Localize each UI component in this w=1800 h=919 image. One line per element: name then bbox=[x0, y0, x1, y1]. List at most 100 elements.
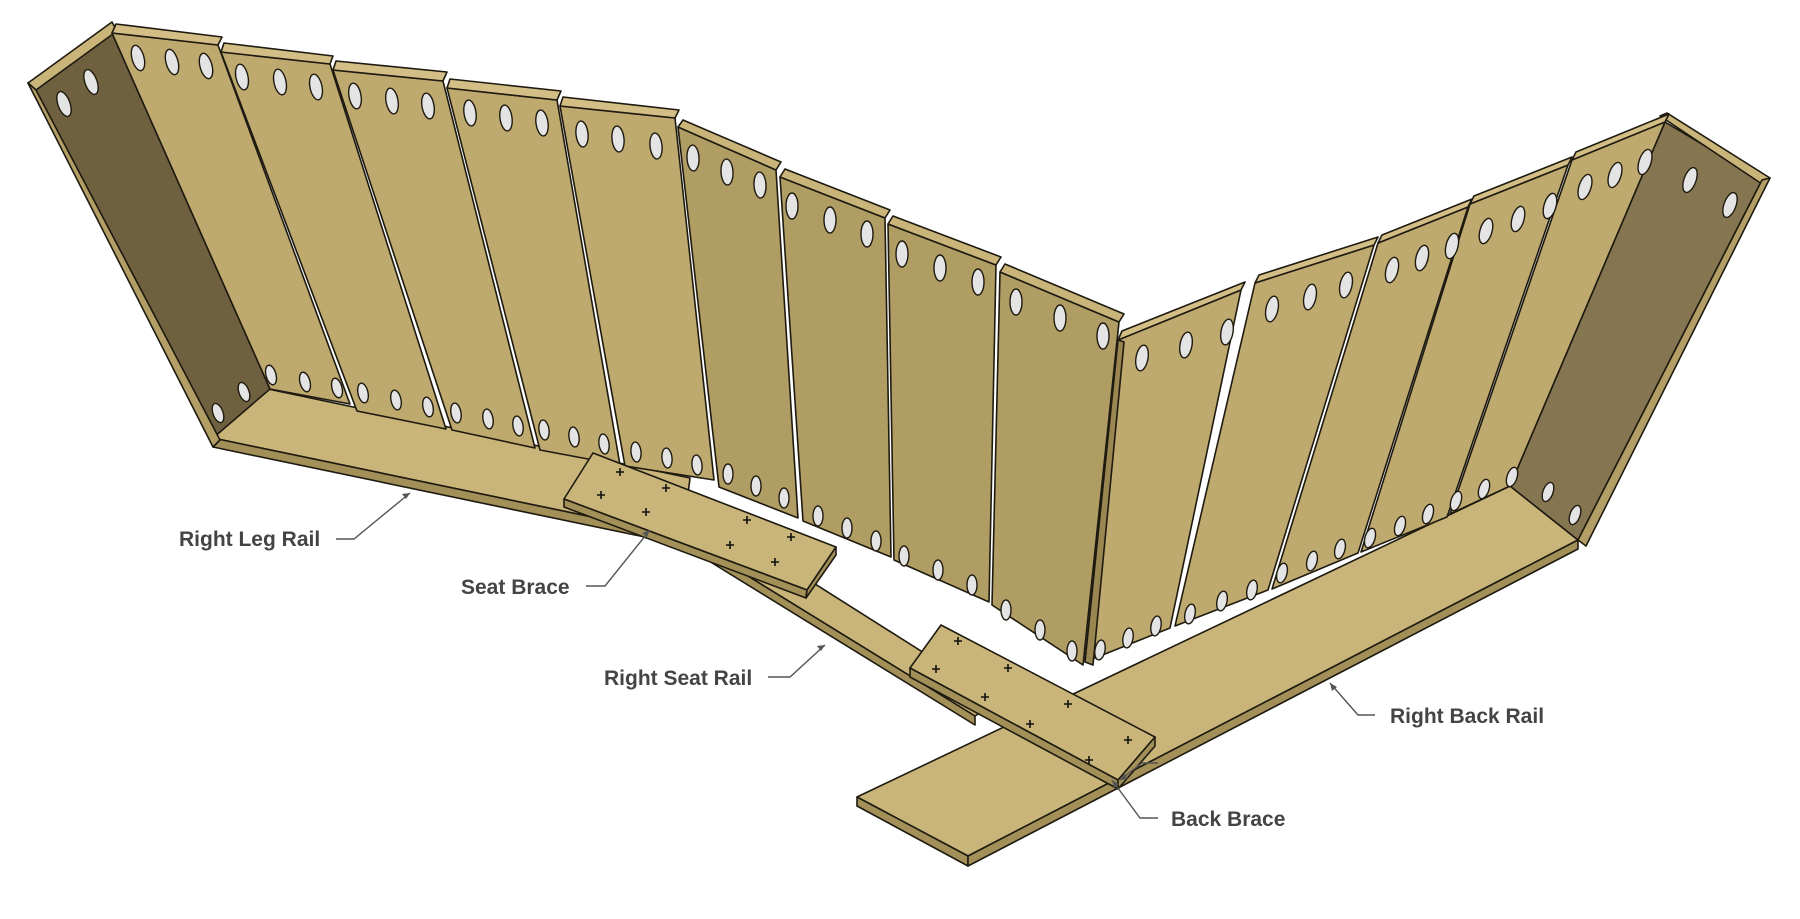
left-end-panel-front bbox=[27, 82, 221, 448]
screw-mark bbox=[787, 533, 795, 541]
hole bbox=[198, 52, 214, 80]
hole bbox=[164, 48, 180, 76]
slat-14-top bbox=[1571, 113, 1670, 161]
hole bbox=[1305, 550, 1319, 572]
screw-mark bbox=[743, 516, 751, 524]
label-right-leg-rail: Right Leg Rail bbox=[179, 528, 320, 551]
hole bbox=[823, 206, 837, 234]
hole bbox=[568, 426, 580, 448]
slat-3-top bbox=[332, 60, 448, 82]
right-slat-group bbox=[1084, 113, 1670, 666]
label-right-back-rail: Right Back Rail bbox=[1390, 705, 1544, 728]
seat-brace bbox=[563, 452, 837, 599]
hole bbox=[860, 220, 874, 248]
slat-1-top bbox=[111, 23, 223, 46]
hole bbox=[1477, 478, 1491, 500]
leader-right-back-rail bbox=[1329, 682, 1375, 716]
hole bbox=[966, 574, 978, 596]
hole bbox=[420, 92, 436, 120]
hole bbox=[1178, 331, 1194, 359]
hole bbox=[898, 545, 910, 567]
hole bbox=[1541, 481, 1555, 503]
hole bbox=[130, 44, 146, 72]
hole bbox=[1333, 538, 1347, 560]
leader-right-leg-rail bbox=[336, 492, 411, 540]
hole bbox=[932, 559, 944, 581]
screw-mark bbox=[642, 508, 650, 516]
hole bbox=[1264, 295, 1280, 323]
middle-slat-group bbox=[677, 119, 1125, 666]
hole bbox=[56, 90, 72, 118]
back-brace-end bbox=[1117, 736, 1156, 790]
screw-mark bbox=[932, 665, 940, 673]
hole bbox=[1275, 562, 1289, 584]
leader-right-seat-rail bbox=[768, 644, 826, 678]
left-slat-group bbox=[111, 23, 715, 481]
hole bbox=[463, 99, 477, 127]
hole bbox=[1122, 627, 1134, 649]
hole bbox=[272, 68, 288, 96]
slat-9-top bbox=[999, 263, 1125, 323]
hole bbox=[895, 240, 909, 268]
screw-mark bbox=[1124, 736, 1132, 744]
slat-10-edge bbox=[1084, 339, 1125, 666]
hole bbox=[1510, 205, 1526, 233]
hole bbox=[778, 487, 790, 509]
screw-mark bbox=[597, 491, 605, 499]
hole bbox=[785, 192, 799, 220]
hole bbox=[1215, 590, 1229, 612]
hole bbox=[389, 389, 403, 411]
hole bbox=[1542, 192, 1558, 220]
hole bbox=[356, 382, 370, 404]
hole bbox=[1363, 527, 1377, 549]
slat-6-top bbox=[677, 119, 782, 171]
hole bbox=[598, 433, 610, 455]
hole bbox=[83, 68, 99, 96]
hole bbox=[450, 402, 462, 424]
leader-back-brace bbox=[1119, 762, 1158, 781]
hole bbox=[308, 73, 324, 101]
hole bbox=[611, 125, 625, 153]
slat-7-top bbox=[779, 168, 891, 219]
hole bbox=[1577, 173, 1593, 201]
hole bbox=[1449, 490, 1463, 512]
hole bbox=[347, 82, 363, 110]
hole bbox=[691, 454, 703, 476]
hole bbox=[1444, 232, 1460, 260]
back-brace-screws bbox=[932, 637, 1132, 764]
leader-seat-brace bbox=[586, 529, 651, 587]
hole bbox=[686, 144, 700, 172]
hole bbox=[1034, 619, 1046, 641]
hole bbox=[535, 109, 549, 137]
right-end-panel-front bbox=[1577, 177, 1771, 547]
hole bbox=[630, 441, 642, 463]
slat-13-top bbox=[1469, 156, 1573, 205]
hole bbox=[720, 158, 734, 186]
label-back-brace: Back Brace bbox=[1171, 808, 1285, 831]
hole bbox=[1722, 191, 1738, 219]
hole bbox=[1384, 256, 1400, 284]
hole bbox=[753, 171, 767, 199]
hole bbox=[1096, 322, 1110, 350]
back-brace bbox=[909, 624, 1156, 790]
hole bbox=[1478, 217, 1494, 245]
hole bbox=[1338, 271, 1354, 299]
hole bbox=[482, 408, 494, 430]
hole bbox=[237, 381, 251, 403]
screw-mark bbox=[662, 484, 670, 492]
hole bbox=[330, 377, 344, 399]
hole bbox=[211, 402, 225, 424]
hole bbox=[234, 63, 250, 91]
hole bbox=[661, 447, 673, 469]
label-seat-brace: Seat Brace bbox=[461, 576, 570, 599]
slat-5-top bbox=[559, 96, 680, 119]
hole bbox=[512, 415, 524, 437]
screw-mark bbox=[1064, 700, 1072, 708]
hole bbox=[1066, 640, 1078, 662]
screw-mark bbox=[726, 541, 734, 549]
hole bbox=[1637, 148, 1653, 176]
leader-back-brace-long bbox=[1111, 779, 1158, 819]
hole bbox=[298, 371, 312, 393]
label-right-seat-rail: Right Seat Rail bbox=[604, 667, 752, 690]
